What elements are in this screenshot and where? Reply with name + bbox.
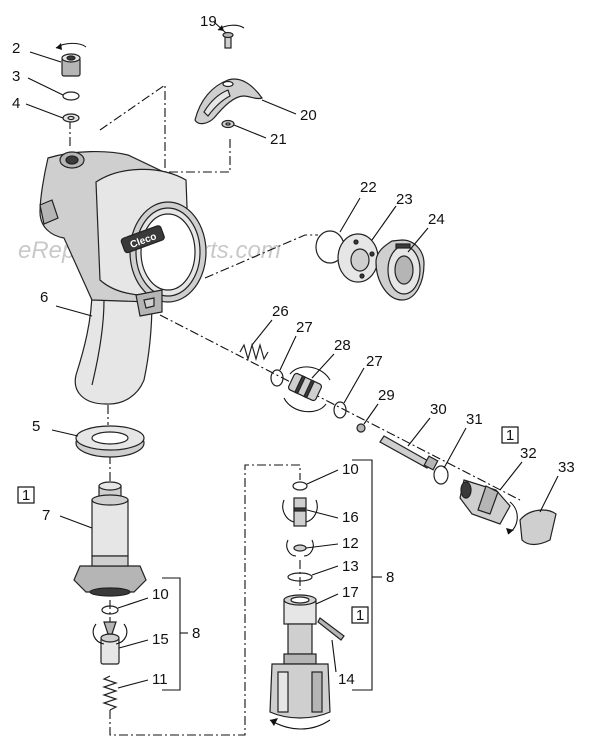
callout-17: 17: [342, 584, 359, 601]
callout-10-lower: 10: [152, 586, 169, 603]
callout-11: 11: [152, 671, 168, 688]
part-12-ring: [286, 539, 314, 557]
callout-32: 32: [520, 445, 537, 462]
callout-15: 15: [152, 631, 169, 648]
callout-28: 28: [334, 337, 351, 354]
callout-23: 23: [396, 191, 413, 208]
callout-12: 12: [342, 535, 359, 552]
part-27-oring-a: [270, 369, 284, 387]
callout-7: 7: [42, 507, 50, 524]
callout-27a: 27: [296, 319, 313, 336]
part-23-plate: [337, 233, 379, 283]
svg-text:1: 1: [506, 427, 514, 444]
part-5-seal: [75, 425, 145, 458]
callout-numbers: 19 2 3 4 20 21 22 23 24 6 26 27 28 27 29…: [12, 13, 575, 688]
callout-20: 20: [300, 107, 317, 124]
callout-14: 14: [338, 671, 355, 688]
part-10-ring-lower: [101, 605, 119, 615]
callout-6: 6: [40, 289, 48, 306]
part-24-cover: [375, 239, 425, 301]
callout-10-upper: 10: [342, 461, 359, 478]
callout-5: 5: [32, 418, 40, 435]
part-26-spring: [239, 342, 269, 362]
callout-33: 33: [558, 459, 575, 476]
callout-8-lower: 8: [192, 625, 200, 642]
callout-29: 29: [378, 387, 395, 404]
callout-21: 21: [270, 131, 287, 148]
part-2-cap: [55, 42, 87, 77]
boxed-label-1-pin: 1: [351, 606, 369, 624]
part-28-spool: [283, 366, 331, 413]
callout-16: 16: [342, 509, 359, 526]
part-29-ball: [356, 423, 366, 433]
svg-text:1: 1: [356, 607, 364, 624]
part-17-sleeve: [283, 594, 317, 655]
part-20-lever: [194, 78, 263, 125]
callout-22: 22: [360, 179, 377, 196]
leader-lines: [25, 21, 559, 689]
part-13-oring: [287, 572, 313, 582]
part-7-handle-assembly: [73, 481, 147, 597]
part-32-fitting: [459, 479, 518, 535]
part-21-nut: [221, 119, 235, 129]
part-11-spring: [102, 675, 118, 711]
part-3-ring: [62, 91, 80, 101]
part-30-pin: [379, 435, 439, 471]
part-16-stem: [282, 497, 318, 527]
callout-2: 2: [12, 40, 20, 57]
callout-4: 4: [12, 95, 20, 112]
part-4-washer: [62, 113, 80, 123]
boxed-label-1-handle: 1: [17, 486, 35, 504]
part-31-oring: [433, 465, 449, 485]
tool-housing: Cleco: [39, 150, 207, 405]
svg-text:1: 1: [22, 487, 30, 504]
callout-13: 13: [342, 558, 359, 575]
boxed-label-1-valve: 1: [501, 426, 519, 444]
part-15-valve: [92, 621, 128, 665]
callout-24: 24: [428, 211, 445, 228]
part-8-nut: [269, 653, 331, 730]
part-19-screw: [217, 24, 245, 49]
part-33-grip: [519, 509, 557, 546]
callout-19: 19: [200, 13, 217, 30]
bracket-8-lower: [162, 577, 188, 691]
bracket-8-upper: [352, 459, 382, 691]
part-10-ring-upper: [292, 481, 308, 491]
callout-8-upper: 8: [386, 569, 394, 586]
callout-3: 3: [12, 68, 20, 85]
callout-31: 31: [466, 411, 483, 428]
callout-27b: 27: [366, 353, 383, 370]
callout-30: 30: [430, 401, 447, 418]
part-27-oring-b: [333, 401, 347, 419]
callout-26: 26: [272, 303, 289, 320]
part-14-pin: [317, 617, 345, 641]
